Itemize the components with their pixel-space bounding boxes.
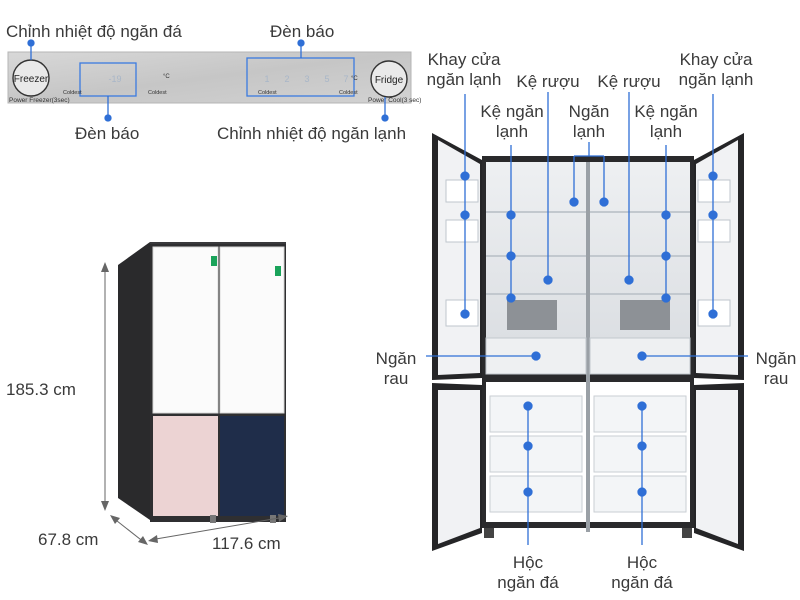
marker-freezer-drawer-right-1 [637,401,647,411]
fridge-level-1: 1 [264,74,269,84]
top-left-door [152,246,219,414]
marker-freezer-drawer-left-1 [523,401,533,411]
marker-crisper-left [531,351,541,361]
marker-freezer-drawer-left-2 [523,441,533,451]
label-wine-rack-right: Kệ rượu [597,72,661,91]
bottom-right-door [220,416,284,516]
marker-door-tray-right-2 [708,210,718,220]
label-crisper-left: Ngăn rau [375,349,417,388]
panel-leaders [27,39,389,122]
label-shelf-right: Kệ ngăn lạnh [634,102,698,141]
fridge-level-7: 7 [343,74,348,84]
freezer-button-label: Freezer [14,74,49,85]
interior-leaders [426,92,748,545]
fridge-button[interactable] [370,60,408,98]
marker-shelf-right-3 [661,293,671,303]
freezer-unit: °C [163,74,170,80]
marker-shelf-right-1 [661,210,671,220]
closed-fridge [118,242,286,523]
marker-crisper-right [637,351,647,361]
label-crisper-right: Ngăn rau [755,349,797,388]
marker-door-tray-left-1 [460,171,470,181]
marker-shelf-left-2 [506,251,516,261]
marker-compartment-left [569,197,579,207]
marker-door-tray-left-2 [460,210,470,220]
label-door-tray-right: Khay cửa ngăn lạnh [678,50,754,89]
label-freezer-drawer-left: Hộc ngăn đá [497,553,559,592]
marker-wine-rack-left [543,275,553,285]
marker-shelf-left-1 [506,210,516,220]
marker-freezer-drawer-left-3 [523,487,533,497]
open-fridge [432,133,744,551]
marker-shelf-right-2 [661,251,671,261]
dimension-depth: 67.8 cm [38,530,99,549]
label-freezer-temp-control: Chỉnh nhiệt độ ngăn đá [6,22,182,41]
freezer-coldest-right: Coldest [148,90,167,96]
fridge-button-label: Fridge [375,75,404,86]
marker-door-tray-right-1 [708,171,718,181]
fridge-level-3: 3 [304,74,309,84]
freezer-button-sub: Power Freezer(3sec) [9,97,70,104]
label-wine-rack-left: Kệ rượu [516,72,580,91]
fridge-coldest-right: Coldest [339,90,358,96]
label-fridge-temp-control: Chỉnh nhiệt độ ngăn lạnh [217,124,407,143]
fridge-coldest-left: Coldest [258,90,277,96]
marker-freezer-drawer-right-3 [637,487,647,497]
dimension-lines [101,262,288,545]
marker-freezer-drawer-right-2 [637,441,647,451]
label-fridge-compartment: Ngăn lạnh [568,102,610,141]
fridge-level-5: 5 [324,74,329,84]
fridge-unit: °C [351,76,358,82]
freezer-coldest-left: Coldest [63,90,82,96]
control-panel: Freezer Power Freezer(3sec) -19 Coldest … [7,51,421,104]
marker-wine-rack-right [624,275,634,285]
marker-shelf-left-3 [506,293,516,303]
fridge-button-sub: Power Cool(3 sec) [368,97,421,104]
label-door-tray-left: Khay cửa ngăn lạnh [426,50,502,89]
label-freezer-drawer-right: Hộc ngăn đá [611,553,673,592]
marker-door-tray-left-3 [460,309,470,319]
label-shelf-left: Kệ ngăn lạnh [480,102,544,141]
fridge-level-2: 2 [284,74,289,84]
marker-door-tray-right-3 [708,309,718,319]
marker-compartment-right [599,197,609,207]
freezer-temp-display: -19 [108,74,121,84]
bottom-left-door [153,416,218,516]
top-right-door [219,246,285,414]
dimension-height: 185.3 cm [6,380,76,399]
label-indicator-top: Đèn báo [270,22,335,41]
dimension-width: 117.6 cm [212,534,281,553]
label-indicator-left: Đèn báo [75,124,140,143]
